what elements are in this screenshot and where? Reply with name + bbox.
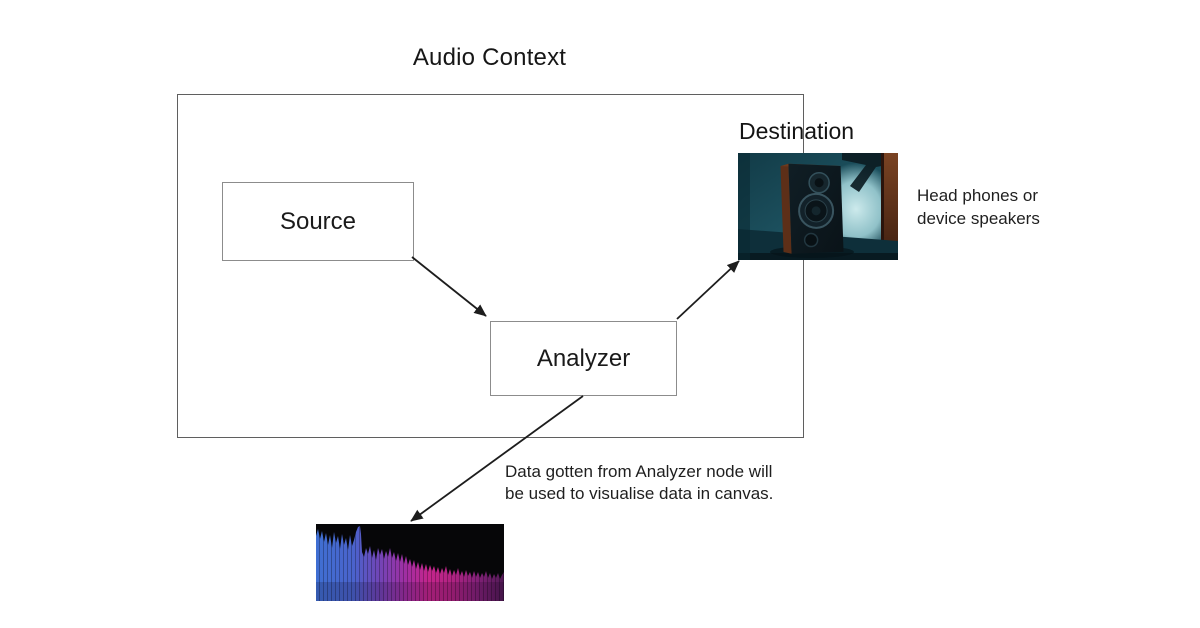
bass-port [803,232,819,248]
analyzer-note: Data gotten from Analyzer node will be u… [505,462,774,503]
destination-caption: Head phones or device speakers [917,186,1040,228]
waveform-visualization [316,524,504,601]
bookshelf-speaker [780,163,844,254]
node-analyzer-label: Analyzer [536,344,631,372]
speaker-photo [738,153,898,260]
diagram-title: Audio Context [412,44,567,71]
wood-furniture-edge [884,153,898,260]
node-destination-label: Destination [739,118,855,144]
node-source: Source [222,182,414,261]
speaker-wood-side [780,163,792,254]
node-analyzer: Analyzer [490,321,677,396]
node-source-label: Source [279,207,357,235]
